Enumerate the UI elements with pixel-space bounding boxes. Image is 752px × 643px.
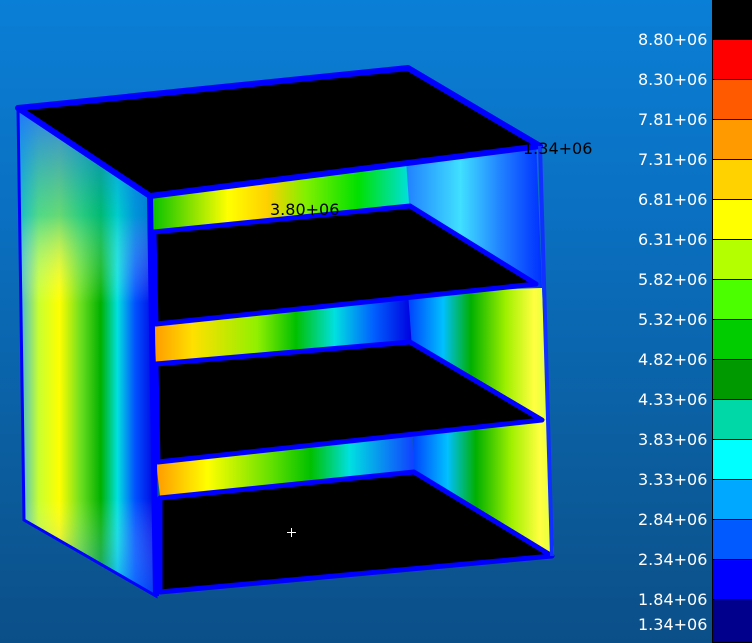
- legend-swatch: [713, 200, 752, 240]
- structure-contour-plot: [15, 65, 555, 599]
- legend-swatch: [713, 520, 752, 560]
- floor-slabs: [15, 65, 555, 595]
- legend-tick-label: 5.82+06: [638, 270, 708, 289]
- legend-tick-label: 6.31+06: [638, 230, 708, 249]
- legend-swatch: [713, 400, 752, 440]
- legend-tick-label: 3.33+06: [638, 470, 708, 489]
- legend-swatch: [713, 280, 752, 320]
- legend-swatch: [713, 320, 752, 360]
- legend-swatch: [713, 600, 752, 643]
- model-viewport[interactable]: 1.34+06 3.80+06: [0, 0, 712, 643]
- legend-tick-label: 5.32+06: [638, 310, 708, 329]
- legend-swatch: [713, 440, 752, 480]
- legend-swatch: [713, 360, 752, 400]
- legend-swatch: [713, 120, 752, 160]
- legend-tick-label: 1.84+06: [638, 590, 708, 609]
- crosshair-cursor-icon: [287, 528, 296, 537]
- legend-tick-label: 7.31+06: [638, 150, 708, 169]
- legend-swatch: [713, 80, 752, 120]
- left-wall: [16, 105, 158, 599]
- legend-tick-label: 2.84+06: [638, 510, 708, 529]
- legend-swatch: [713, 40, 752, 80]
- legend-tick-label: 2.34+06: [638, 550, 708, 569]
- frame-edges: [147, 145, 554, 597]
- legend-tick-label: 4.82+06: [638, 350, 708, 369]
- legend-swatch: [713, 160, 752, 200]
- legend-swatch: [713, 240, 752, 280]
- legend-swatch: [713, 560, 752, 600]
- contour-legend: [712, 0, 752, 643]
- legend-tick-label: 7.81+06: [638, 110, 708, 129]
- legend-swatch: [713, 480, 752, 520]
- legend-tick-label: 3.83+06: [638, 430, 708, 449]
- legend-tick-label: 8.80+06: [638, 30, 708, 49]
- legend-tick-label: 4.33+06: [638, 390, 708, 409]
- legend-swatch: [713, 0, 752, 40]
- top-value-label: 1.34+06: [523, 139, 593, 158]
- legend-tick-label: 8.30+06: [638, 70, 708, 89]
- legend-tick-label: 1.34+06: [638, 615, 708, 634]
- legend-tick-label: 6.81+06: [638, 190, 708, 209]
- inner-value-label: 3.80+06: [270, 200, 340, 219]
